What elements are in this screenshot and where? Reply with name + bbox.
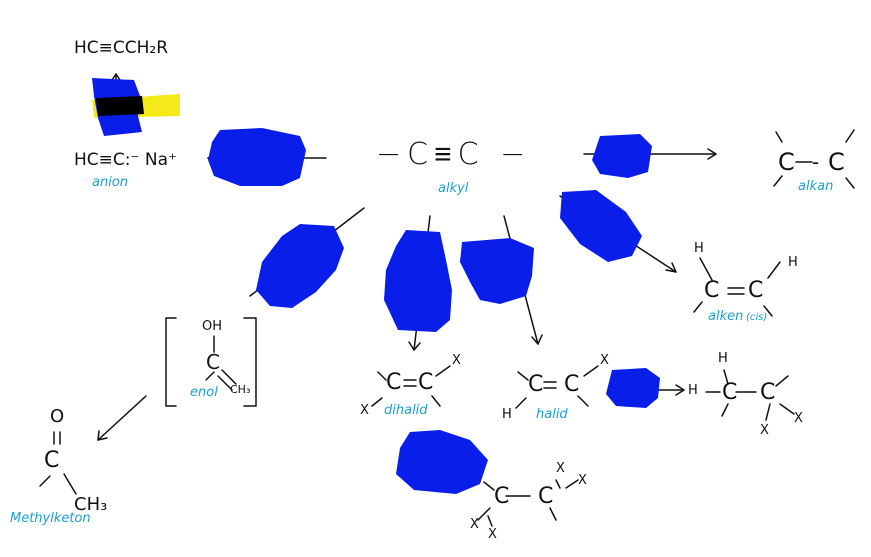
haloalkane-c1: C <box>722 380 738 405</box>
reagent-scribble-4 <box>256 224 344 308</box>
tetrahalide-structure <box>477 479 579 527</box>
ketone-ch3: CH₃ <box>74 494 108 515</box>
tetrahalide-x3: X <box>470 517 479 532</box>
haloalkane-structure <box>705 369 795 421</box>
enol-bracket <box>165 317 257 407</box>
cis-alkene-structure <box>693 257 781 317</box>
dihalid-x1: X <box>452 353 461 368</box>
dihalid-label: dihalid <box>384 403 428 418</box>
tetrahalide-c2: C <box>538 484 554 509</box>
alkan-label: alkan <box>798 179 834 194</box>
haloalkane-x1: X <box>760 423 769 438</box>
tautomerization-arrow <box>97 395 147 441</box>
reagent-scribble-9 <box>396 430 488 494</box>
tetrahalide-x1: X <box>556 461 565 476</box>
anion-label: anion <box>92 175 129 190</box>
dihalid-c2: C <box>418 370 434 395</box>
halid-label: halid <box>536 407 568 422</box>
black-scribble <box>96 96 144 116</box>
haloalkane-c2: C <box>760 380 776 405</box>
reagent-scribble-6 <box>460 238 534 304</box>
reagent-scribble-8 <box>606 368 660 408</box>
alkane-c2: C <box>828 148 845 176</box>
alken-c2: C <box>748 278 764 303</box>
methylketon-label: Methylketon <box>10 511 91 526</box>
methylketone-structure <box>39 431 77 495</box>
alken-c1: C <box>704 278 720 303</box>
enol-oh: OH <box>202 319 223 334</box>
halid-h: H <box>502 407 512 422</box>
alkane-c1: C <box>778 148 795 176</box>
enol-label: enol <box>190 385 218 400</box>
alkane-structure <box>773 129 855 189</box>
halid-c2: C <box>564 372 580 397</box>
haloalkane-x2: X <box>794 411 803 426</box>
alken-cis-label: (cis) <box>746 312 768 323</box>
dihalide-structure <box>371 365 451 407</box>
alken-label: alken <box>708 309 744 324</box>
alkane-bond: - <box>812 150 820 174</box>
alkylated-alkyne-formula: HC≡CCH₂R <box>74 38 169 58</box>
dihalid-x2: X <box>360 403 369 418</box>
halid-x: X <box>600 353 609 368</box>
reagent-scribble-7 <box>560 190 642 262</box>
reagent-scribble-5 <box>384 230 452 332</box>
enol-ch3: CH₃ <box>230 383 251 396</box>
tetrahalide-x2: X <box>578 473 587 488</box>
alkyl-label: alkyl <box>438 181 469 196</box>
alken-h2: H <box>788 255 798 270</box>
haloalkane-h2: H <box>688 383 698 398</box>
ketone-c: C <box>44 448 60 473</box>
tetrahalide-c1: C <box>494 484 510 509</box>
ketone-o: O <box>50 406 65 427</box>
acetylide-formula: HC≡C:⁻ Na⁺ <box>74 150 177 170</box>
alken-h1: H <box>694 241 704 256</box>
tetrahalide-x4: X <box>488 527 497 542</box>
enol-c: C <box>206 350 220 374</box>
dihalid-c1: C <box>386 370 402 395</box>
alkyne-core: −C≡C − <box>376 137 532 172</box>
halid-c1: C <box>528 372 544 397</box>
halide-structure <box>515 365 599 409</box>
haloalkane-h1: H <box>718 351 728 366</box>
reagent-scribble-2 <box>208 128 306 186</box>
reagent-scribble-3 <box>592 134 652 178</box>
